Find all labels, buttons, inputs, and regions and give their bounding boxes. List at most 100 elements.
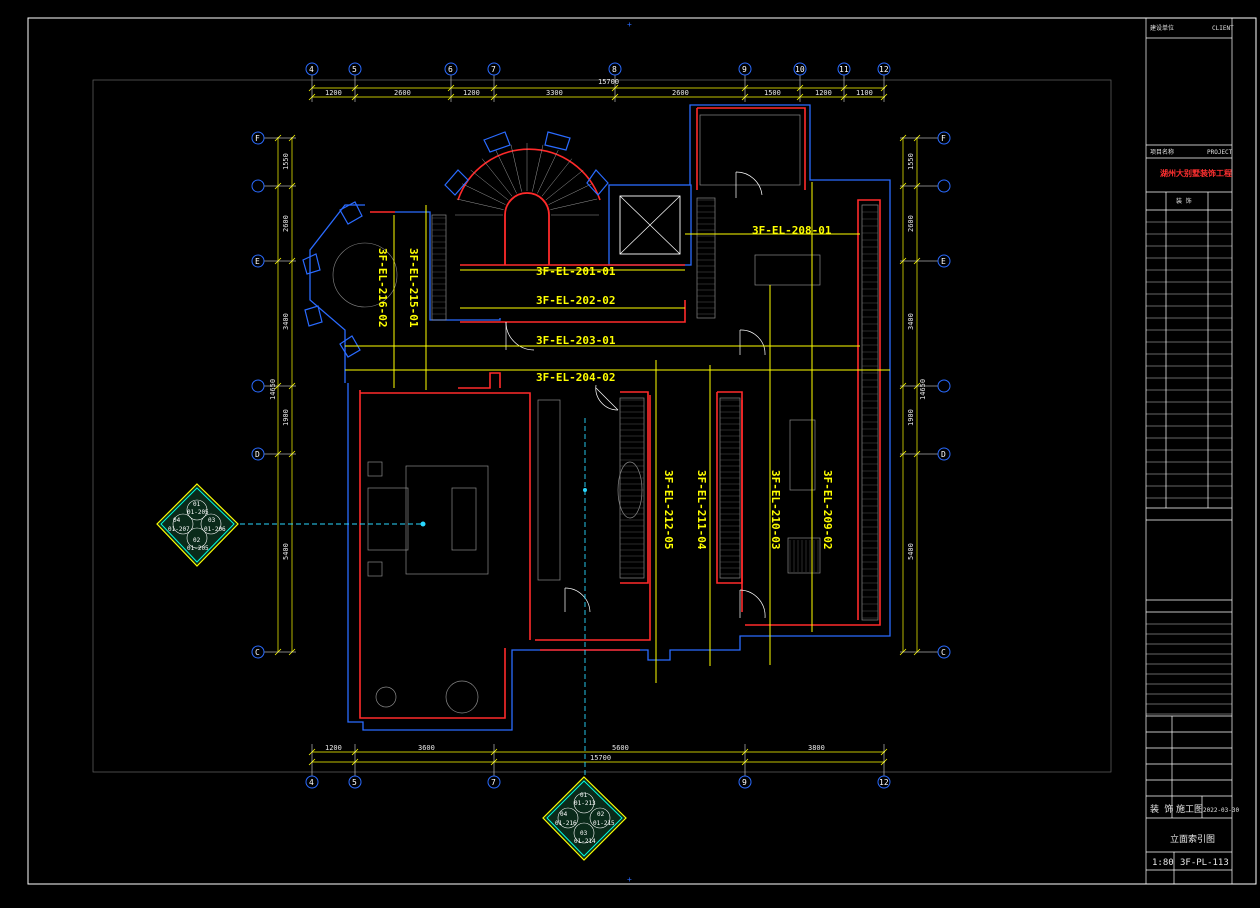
axis-labels: 4 5 6 7 8 9 10 11 12 4 5 7 9 12 F E D C … (255, 65, 946, 787)
svg-text:7: 7 (491, 778, 496, 787)
exterior-outline (309, 104, 891, 731)
svg-text:8: 8 (612, 65, 617, 74)
index-origin-left (420, 521, 426, 527)
svg-text:9: 9 (742, 65, 747, 74)
dim-left-3: 3400 (282, 313, 290, 330)
dim-bottom-4: 3800 (808, 744, 825, 752)
svg-text:7: 7 (491, 65, 496, 74)
svg-text:11: 11 (839, 65, 849, 74)
octagon-bay (302, 201, 398, 358)
elevation-index-bottom: 01 01-213 02 01-215 03 01-214 04 01-216 (542, 776, 627, 861)
dim-top-5: 2600 (672, 89, 689, 97)
dimension-texts-top: 15700 1200 2600 1200 3300 2600 1500 1200… (325, 78, 873, 97)
dimension-ticks (274, 84, 921, 766)
svg-text:02: 02 (193, 537, 201, 544)
viewport-frame (92, 79, 1112, 773)
dim-top-3: 1200 (463, 89, 480, 97)
elev-label-209: 3F-EL-209-02 (821, 470, 834, 549)
dimension-texts-bottom: 1200 3600 5600 3800 15700 (325, 744, 825, 762)
svg-text:01-205: 01-205 (187, 545, 209, 552)
hatch-patterns (432, 199, 878, 619)
dim-top-7: 1200 (815, 89, 832, 97)
elev-label-210: 3F-EL-210-03 (769, 470, 782, 549)
dimension-lines (277, 87, 918, 763)
furniture (367, 114, 879, 714)
dim-bottom-2: 3600 (418, 744, 435, 752)
scale-value: 1:80 (1152, 858, 1174, 868)
axis-bubbles (251, 62, 951, 789)
dim-left-total: 14650 (269, 379, 277, 400)
elev-label-203: 3F-EL-203-01 (536, 334, 616, 347)
index-guide-lines (240, 418, 586, 780)
drawing-title: 立面索引图 (1170, 833, 1215, 845)
client-label-en: CLIENT (1212, 25, 1234, 32)
svg-text:C: C (941, 648, 946, 657)
svg-text:C: C (255, 648, 260, 657)
svg-text:01-205: 01-205 (187, 509, 209, 516)
svg-text:01-207: 01-207 (168, 526, 190, 533)
major-value-2: 装 饰 (1150, 803, 1173, 815)
stage-value: 施工图 (1176, 803, 1203, 815)
svg-text:E: E (255, 257, 260, 266)
svg-text:01-216: 01-216 (555, 820, 577, 827)
dim-left-5: 5400 (282, 543, 290, 560)
dim-right-total: 14650 (919, 379, 927, 400)
svg-text:01-213: 01-213 (574, 800, 596, 807)
dim-right-5: 5400 (907, 543, 915, 560)
svg-text:F: F (255, 134, 260, 143)
dim-right-4: 1900 (907, 409, 915, 426)
dim-right-3: 3400 (907, 313, 915, 330)
svg-text:5: 5 (352, 65, 357, 74)
dim-left-4: 1900 (282, 409, 290, 426)
sheet-frame (27, 17, 1257, 885)
elev-label-202: 3F-EL-202-02 (536, 294, 615, 307)
svg-text:03: 03 (580, 830, 588, 837)
svg-text:12: 12 (879, 778, 889, 787)
dim-right-2: 2600 (907, 215, 915, 232)
title-block-grid (1146, 221, 1232, 715)
spiral-stair (444, 131, 609, 265)
center-mark-top: + (627, 20, 632, 29)
dimension-texts-right: 1550 2600 3400 1900 5400 14650 (907, 153, 927, 560)
project-label-cn: 项目名称 (1150, 148, 1174, 156)
sheet-no-value: 3F-PL-113 (1180, 858, 1229, 868)
svg-text:10: 10 (795, 65, 805, 74)
project-name: 湖州大别墅装饰工程 (1160, 168, 1232, 178)
svg-text:04: 04 (173, 517, 181, 524)
svg-text:F: F (941, 134, 946, 143)
major-value: 装 饰 (1176, 197, 1192, 205)
client-label-cn: 建设单位 (1150, 24, 1174, 32)
svg-text:6: 6 (448, 65, 453, 74)
elev-label-201: 3F-EL-201-01 (536, 265, 616, 278)
svg-text:D: D (941, 450, 946, 459)
doors (505, 171, 766, 619)
elev-label-208: 3F-EL-208-01 (752, 224, 832, 237)
elev-label-212: 3F-EL-212-05 (662, 470, 675, 549)
elevation-index-left: 01 01-205 02 01-205 03 01-206 04 01-207 (156, 483, 239, 567)
elev-label-216: 3F-EL-216-02 (376, 248, 389, 327)
elev-label-215: 3F-EL-215-01 (407, 248, 420, 328)
center-mark-bottom: + (627, 875, 632, 884)
section-lines (345, 182, 890, 683)
elev-label-204: 3F-EL-204-02 (536, 371, 615, 384)
svg-text:03: 03 (208, 517, 216, 524)
title-block (1145, 17, 1233, 885)
svg-text:01-215: 01-215 (593, 820, 615, 827)
dimension-texts-left: 1550 2600 3400 1900 5400 14650 (269, 153, 290, 560)
svg-text:01-206: 01-206 (204, 526, 226, 533)
svg-text:01-214: 01-214 (574, 838, 596, 845)
dim-top-2: 2600 (394, 89, 411, 97)
dim-left-1: 1550 (282, 153, 290, 170)
dim-top-total: 15700 (598, 78, 619, 86)
elevation-labels: 3F-EL-201-01 3F-EL-202-02 3F-EL-203-01 3… (376, 224, 834, 550)
svg-text:E: E (941, 257, 946, 266)
date-value: 2022-03-30 (1203, 807, 1240, 814)
dim-bottom-3: 5600 (612, 744, 629, 752)
svg-text:02: 02 (597, 811, 605, 818)
svg-text:12: 12 (879, 65, 889, 74)
elev-label-211: 3F-EL-211-04 (695, 470, 708, 550)
dim-right-1: 1550 (907, 153, 915, 170)
svg-text:4: 4 (309, 65, 314, 74)
